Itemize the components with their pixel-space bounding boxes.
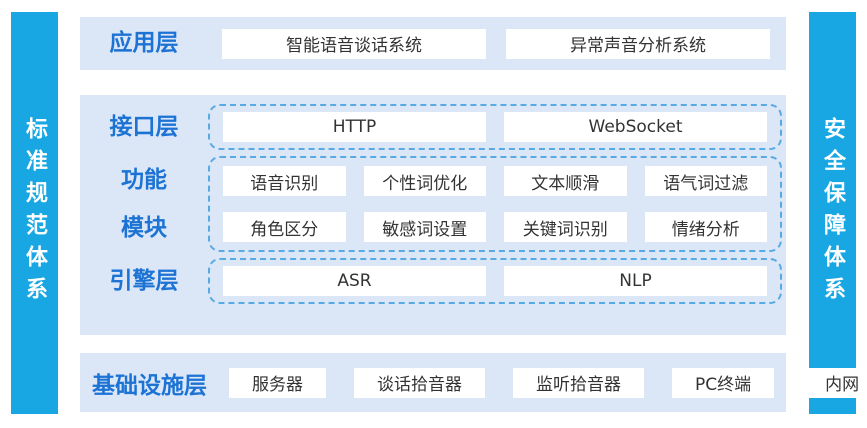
engine-layer-label: 引擎层 xyxy=(109,267,179,294)
interface-layer-box: HTTP WebSocket xyxy=(208,104,782,150)
infrastructure-layer-label: 基础设施层 xyxy=(92,372,207,399)
pill-server: 服务器 xyxy=(229,367,326,398)
function-modules-label-line1: 功能 xyxy=(121,166,167,193)
pill-personalized-word-optimization: 个性词优化 xyxy=(363,166,486,196)
interface-layer-row: 接口层 HTTP WebSocket xyxy=(80,104,782,150)
pill-monitor-pickup-mic: 监听拾音器 xyxy=(513,367,644,398)
pill-speech-recognition: 语音识别 xyxy=(223,166,346,196)
pill-keyword-recognition: 关键词识别 xyxy=(504,212,627,242)
engine-layer-box: ASR NLP xyxy=(208,258,782,304)
pill-smart-voice-talk-system: 智能语音谈话系统 xyxy=(222,28,486,59)
pill-sensitive-word-settings: 敏感词设置 xyxy=(363,212,486,242)
pill-text-smoothing: 文本顺滑 xyxy=(504,166,627,196)
application-layer-label: 应用层 xyxy=(109,30,179,57)
middle-layers-panel: 接口层 HTTP WebSocket 功能 模块 语音识别 个性词优化 文本顺滑… xyxy=(80,95,786,335)
security-system-label: 安全保障体系 xyxy=(820,117,845,309)
function-modules-label: 功能 模块 xyxy=(80,167,208,242)
infrastructure-layer-panel: 基础设施层 服务器 谈话拾音器 监听拾音器 PC终端 内网 xyxy=(80,353,867,412)
pill-nlp: NLP xyxy=(504,266,767,296)
function-modules-row-1: 语音识别 个性词优化 文本顺滑 语气词过滤 xyxy=(223,166,767,196)
application-layer-panel: 应用层 智能语音谈话系统 异常声音分析系统 xyxy=(80,17,786,70)
function-modules-box: 语音识别 个性词优化 文本顺滑 语气词过滤 角色区分 敏感词设置 关键词识别 情… xyxy=(208,156,782,252)
pill-asr: ASR xyxy=(223,266,486,296)
security-system-pillar: 安全保障体系 xyxy=(809,12,856,414)
pill-filler-word-filtering: 语气词过滤 xyxy=(644,166,767,196)
function-modules-row-2: 角色区分 敏感词设置 关键词识别 情绪分析 xyxy=(223,212,767,242)
pill-intranet: 内网 xyxy=(802,367,867,398)
pill-emotion-analysis: 情绪分析 xyxy=(644,212,767,242)
pill-talk-pickup-mic: 谈话拾音器 xyxy=(354,367,485,398)
function-modules-label-line2: 模块 xyxy=(121,215,167,241)
interface-layer-label: 接口层 xyxy=(109,113,179,140)
standards-system-label: 标准规范体系 xyxy=(22,117,47,309)
pill-abnormal-sound-analysis-system: 异常声音分析系统 xyxy=(506,28,770,59)
standards-system-pillar: 标准规范体系 xyxy=(11,12,58,414)
engine-layer-row: 引擎层 ASR NLP xyxy=(80,258,782,304)
pill-role-separation: 角色区分 xyxy=(223,212,346,242)
pill-pc-terminal: PC终端 xyxy=(672,367,775,398)
application-layer-items: 智能语音谈话系统 异常声音分析系统 xyxy=(208,28,786,59)
pill-websocket: WebSocket xyxy=(504,112,767,142)
pill-http: HTTP xyxy=(223,112,486,142)
function-modules-row: 功能 模块 语音识别 个性词优化 文本顺滑 语气词过滤 角色区分 敏感词设置 关… xyxy=(80,156,782,252)
